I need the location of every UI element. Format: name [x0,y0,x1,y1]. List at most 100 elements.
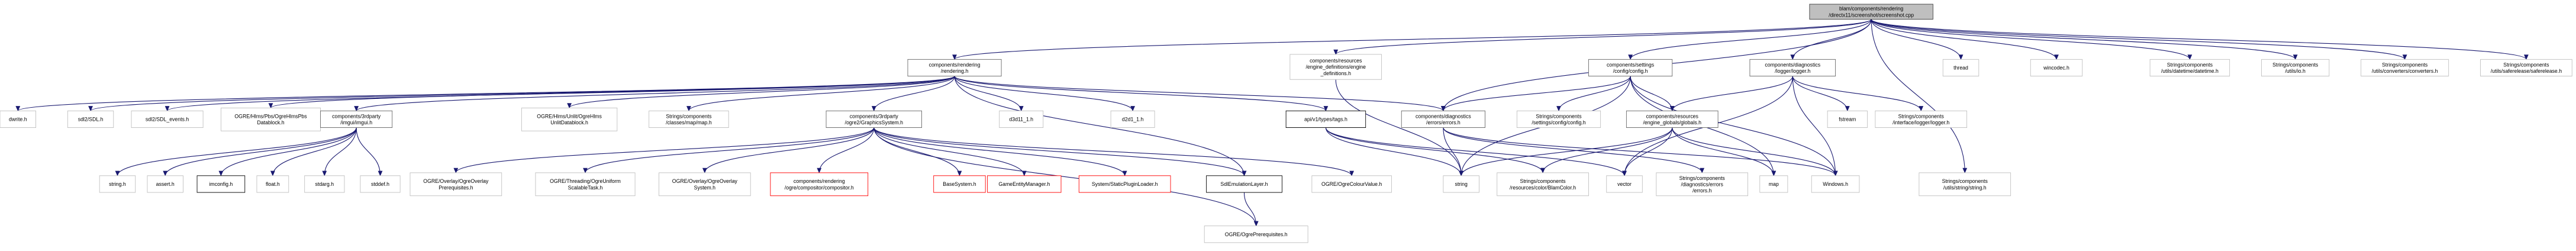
node-errors[interactable]: components/diagnostics/errors/errors.h [1401,110,1485,128]
node-stringh[interactable]: string.h [99,175,136,193]
node-box [1588,59,1673,77]
edge-graphics-to-overlayprereq [455,127,875,173]
edge-rendering-to-apiv1 [954,76,1326,111]
node-label-line: BaseSystem.h [943,181,976,187]
node-compositor[interactable]: components/rendering/ogre/compositor/com… [770,172,869,197]
node-label-line: OGRE/OgrePrerequisites.h [1225,231,1288,237]
node-box [1759,175,1788,193]
edge-graphics-to-compositor [818,127,875,173]
node-staticplugin[interactable]: System/StaticPluginLoader.h [1078,175,1171,193]
node-stdarg[interactable]: stdarg.h [304,175,345,193]
node-d2d1[interactable]: d2d1_1.h [1110,110,1155,128]
node-windows[interactable]: Windows.h [1811,175,1860,193]
node-graphics[interactable]: components/3rdparty/ogre2/GraphicsSystem… [826,110,922,128]
arrowhead-logger-to-globals [1669,106,1675,112]
node-box [826,110,922,128]
node-logger[interactable]: components/diagnostics/logger/logger.h [1749,59,1836,77]
edge-rendering-to-sdlemu [954,76,1245,176]
node-label-line: /rendering.h [941,68,969,74]
node-label-line: components/3rdparty [332,113,381,119]
node-label-line: components/settings [1607,62,1655,67]
node-label-line: Strings/components [1942,178,1988,184]
node-sdlevents[interactable]: sdl2/SDL_events.h [131,110,204,128]
node-box [304,175,345,193]
node-imgui[interactable]: components/3rdparty/imgui/imgui.h [320,110,393,128]
node-sdlemu[interactable]: SdlEmulationLayer.h [1206,175,1282,193]
node-blamcolor[interactable]: Strings/components/resources/color/BlamC… [1497,172,1589,197]
edge-graphics-to-gameentity [873,127,1025,176]
node-label-line: sdl2/SDL_events.h [146,116,189,122]
node-label-line: string [1455,181,1467,187]
node-d3d11[interactable]: d3d11_1.h [999,110,1044,128]
node-rendering[interactable]: components/rendering/rendering.h [907,59,1002,77]
node-label-line: string.h [109,181,126,187]
edge-globals-to-string [1461,127,1673,176]
node-mapsh[interactable]: Strings/components/classes/map/map.h [649,110,729,128]
node-configconfig[interactable]: Strings/components/settings/config/confi… [1516,110,1601,128]
node-label-line: /utils/string/string.h [1943,185,1987,191]
edge-rendering-to-graphics [873,76,955,111]
node-box [535,172,636,197]
arrowhead-rendering-to-imgui [354,106,359,112]
node-thread[interactable]: thread [1942,59,1979,77]
node-label-line: _definitions.h [1320,70,1351,76]
node-dwrite[interactable]: dwrite.h [0,110,36,128]
node-stddef[interactable]: stddef.h [360,175,401,193]
node-map[interactable]: map [1759,175,1788,193]
node-box [220,107,321,131]
edges-layer [15,19,2529,227]
node-converters[interactable]: Strings/components/utils/converters/conv… [2361,59,2449,77]
node-config[interactable]: components/settings/config/config.h [1588,59,1673,77]
node-label-line: GameEntityManager.h [998,181,1050,187]
node-wincodec[interactable]: wincodec.h [2030,59,2083,77]
edge-imgui-to-floath [272,127,357,176]
edge-globals-to-windows [1672,127,1836,176]
arrowhead-graphics-to-overlaysys [702,168,707,173]
node-resdefs[interactable]: components/resources/engine_definitions/… [1289,54,1382,80]
arrowhead-rendering-to-sdl [88,106,93,112]
node-string[interactable]: string [1443,175,1479,193]
node-sdl[interactable]: sdl2/SDL.h [67,110,114,128]
node-datetime[interactable]: Strings/components/utils/datetime/dateti… [2149,59,2230,77]
node-box [521,107,618,131]
node-label-line: components/rendering [794,178,845,184]
node-label-line: fstream [1839,116,1856,122]
node-label-line: vector [1617,181,1632,187]
edge-root-to-logger [1792,19,1872,60]
node-fstream[interactable]: fstream [1827,110,1868,128]
node-box [1289,54,1382,80]
node-utilsio[interactable]: Strings/components/utils/io.h [2261,59,2330,77]
node-apiv1[interactable]: api/v1/types/tags.h [1285,110,1366,128]
node-label-line: /interface/logger/logger.h [1892,120,1949,125]
edge-graphics-to-colourvalue [873,127,1352,176]
node-box [1401,110,1485,128]
arrowhead-imgui-to-stddef [378,170,383,176]
node-globals[interactable]: components/resources/engine_globals/glob… [1626,110,1719,128]
node-gameentity[interactable]: GameEntityManager.h [987,175,1062,193]
node-diagerrors[interactable]: Strings/components/diagnostics/errors/er… [1656,172,1749,197]
node-asserth[interactable]: assert.h [147,175,183,193]
arrowhead-imgui-to-floath [270,170,275,176]
arrowhead-rendering-to-hlmsunlit [567,103,572,109]
node-box [131,110,204,128]
node-ilogger[interactable]: Strings/components/interface/logger/logg… [1875,110,1968,128]
node-saferelease[interactable]: Strings/components/utils/saferelease/saf… [2480,59,2572,77]
node-ogreprereq[interactable]: OGRE/OgrePrerequisites.h [1204,226,1308,243]
node-label-line: Datablock.h [257,120,284,125]
node-vector[interactable]: vector [1606,175,1643,193]
arrowhead-rendering-to-d3d11 [1018,106,1024,112]
node-imconfig[interactable]: imconfig.h [196,175,246,193]
node-label-line: stdarg.h [315,181,334,187]
node-basesystem[interactable]: BaseSystem.h [933,175,986,193]
node-root: blam/components/rendering/directx11/scre… [1809,4,1933,20]
node-label-line: /settings/config/config.h [1532,120,1585,125]
node-floath[interactable]: float.h [256,175,289,193]
node-stringutil[interactable]: Strings/components/utils/string/string.h [1919,172,2011,197]
arrowhead-graphics-to-staticplugin [1122,170,1127,176]
node-colourvalue[interactable]: OGRE/OgreColourValue.h [1311,175,1392,193]
